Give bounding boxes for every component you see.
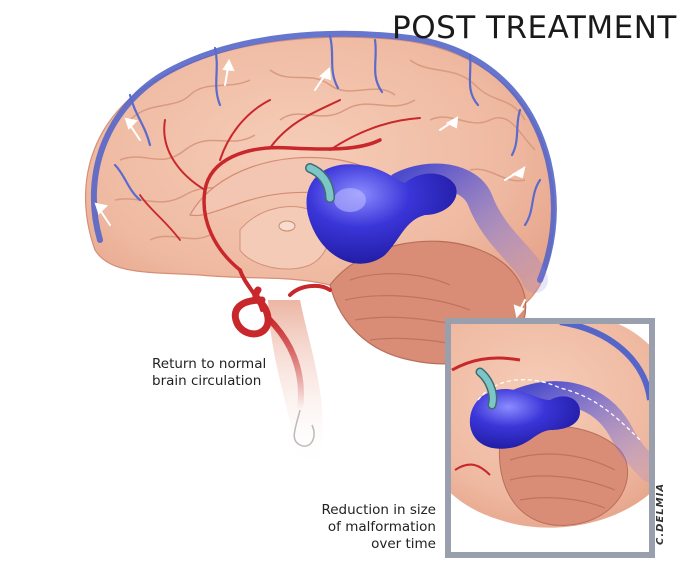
return-label-line-2: brain circulation: [152, 373, 262, 389]
pineal-region: [278, 220, 296, 232]
gyri: [114, 59, 536, 241]
reduction-label-line-3: over time: [371, 536, 436, 552]
inset-sinus: [559, 324, 649, 401]
carotid-artery-lower: [265, 315, 304, 413]
inset-arteries-lower: [454, 463, 491, 476]
basilar-artery: [288, 283, 332, 297]
inset-draining-vein: [508, 381, 649, 482]
surface-veins: [113, 34, 542, 227]
reduction-label: Reduction in size of malformation over t…: [300, 502, 436, 553]
reduction-label-line-1: Reduction in size: [321, 502, 436, 518]
return-circulation-label: Return to normal brain circulation: [152, 356, 266, 390]
malformation-highlight: [334, 188, 366, 212]
inset-artery: [451, 356, 521, 372]
brain-stem: [268, 300, 323, 470]
figure-title: POST TREATMENT: [392, 10, 677, 46]
cerebral-arteries: [139, 99, 421, 312]
vascular-clip-icon: [305, 163, 335, 203]
carotid-artery: [231, 286, 272, 338]
superior-sagittal-sinus: [90, 30, 557, 283]
inset-original-outline: [477, 379, 641, 441]
artist-signature: C.DELMIA: [655, 482, 666, 545]
reduction-label-line-2: of malformation: [327, 519, 436, 535]
inset-clip: [477, 369, 496, 408]
return-label-line-1: Return to normal: [152, 356, 267, 372]
inset-panel: [445, 318, 655, 558]
vertebral-outline: [293, 409, 315, 447]
inset-reduced-malformation: [469, 389, 580, 449]
upward-flow-arrow-icon: [94, 58, 526, 319]
